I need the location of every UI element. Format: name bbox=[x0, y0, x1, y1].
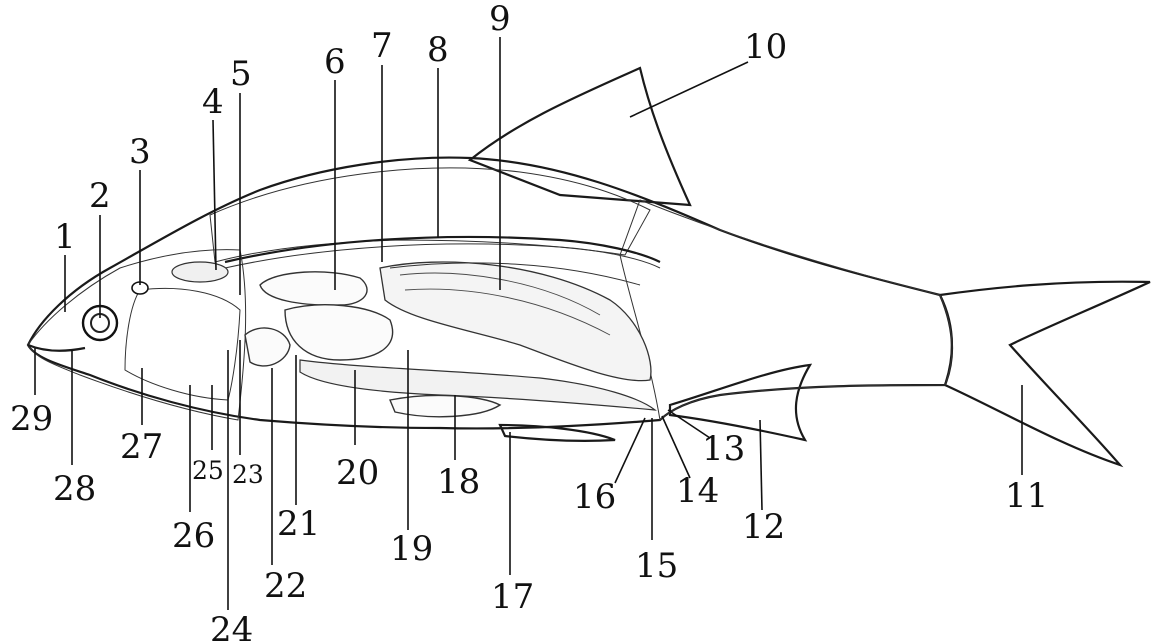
brain bbox=[172, 262, 228, 282]
leader-16 bbox=[615, 418, 645, 483]
label-14: 14 bbox=[676, 471, 719, 511]
label-27: 27 bbox=[120, 427, 163, 467]
label-23: 23 bbox=[232, 460, 264, 489]
caudal-fin bbox=[940, 282, 1150, 465]
fish-illustration bbox=[28, 68, 1150, 465]
label-15: 15 bbox=[635, 546, 678, 586]
label-3: 3 bbox=[129, 132, 151, 172]
label-26: 26 bbox=[172, 516, 215, 556]
label-10: 10 bbox=[744, 27, 787, 67]
dorsal-fin bbox=[470, 68, 690, 205]
label-12: 12 bbox=[742, 507, 785, 547]
label-18: 18 bbox=[437, 462, 480, 502]
label-5: 5 bbox=[230, 54, 252, 94]
label-17: 17 bbox=[491, 577, 534, 617]
leader-12 bbox=[760, 420, 762, 510]
dorsal-musculature bbox=[210, 168, 650, 262]
label-16: 16 bbox=[573, 477, 616, 517]
label-24: 24 bbox=[210, 610, 253, 643]
swim-bladder-anterior bbox=[260, 272, 367, 305]
label-28: 28 bbox=[53, 469, 96, 509]
label-8: 8 bbox=[427, 30, 449, 70]
scaled-body-region bbox=[620, 200, 952, 420]
label-25: 25 bbox=[192, 456, 224, 485]
gonad bbox=[390, 395, 500, 416]
leader-10 bbox=[630, 62, 748, 117]
label-19: 19 bbox=[390, 529, 433, 569]
label-29: 29 bbox=[10, 399, 53, 439]
mouth bbox=[28, 345, 85, 351]
leader-14 bbox=[662, 416, 690, 478]
label-4: 4 bbox=[202, 82, 224, 122]
label-13: 13 bbox=[702, 429, 745, 469]
swim-bladder-posterior bbox=[380, 262, 651, 381]
liver bbox=[285, 305, 393, 360]
label-7: 7 bbox=[371, 26, 393, 66]
heart bbox=[245, 328, 290, 366]
label-11: 11 bbox=[1005, 476, 1048, 516]
label-22: 22 bbox=[264, 566, 307, 606]
label-20: 20 bbox=[336, 453, 379, 493]
label-1: 1 bbox=[54, 217, 76, 257]
label-6: 6 bbox=[324, 42, 346, 82]
label-21: 21 bbox=[277, 504, 320, 544]
label-9: 9 bbox=[489, 0, 511, 39]
label-2: 2 bbox=[89, 176, 111, 216]
